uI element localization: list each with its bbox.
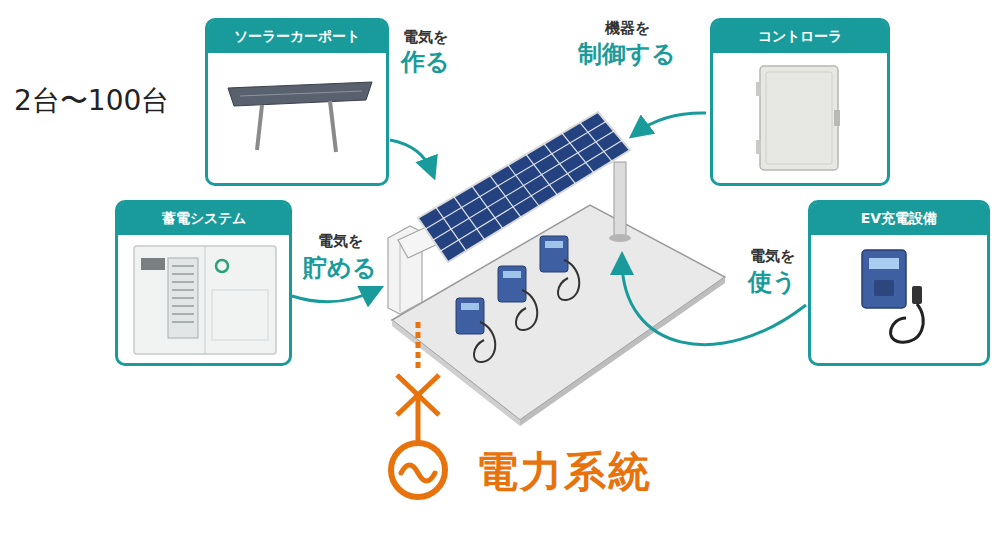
- action-caption: 機器を: [605, 19, 650, 38]
- card-header: ソーラーカーポート: [208, 21, 386, 53]
- flow-arrow: [292, 290, 376, 302]
- site-charger: [498, 266, 537, 330]
- carport-beam: [398, 146, 612, 258]
- cell-line: [526, 154, 557, 194]
- component-card: 蓄電システム: [115, 200, 292, 366]
- ac-wave: [401, 465, 435, 481]
- cell-line: [490, 176, 521, 218]
- site-charger: [540, 236, 579, 300]
- site-charger: [456, 298, 495, 362]
- component-card: コントローラ: [710, 18, 890, 186]
- count-note: 2台〜100台: [14, 82, 169, 120]
- flow-arrow: [390, 140, 432, 172]
- cell-line: [544, 144, 575, 184]
- cell-line: [436, 207, 466, 250]
- storage-unit-edge: [400, 244, 401, 312]
- cell-line: [454, 197, 484, 240]
- post-base: [609, 234, 631, 242]
- action-label: 制御する: [578, 38, 676, 70]
- charger-screen: [461, 303, 479, 310]
- component-card: EV充電設備: [808, 200, 990, 366]
- card-header: 蓄電システム: [118, 203, 289, 235]
- action-label: 使う: [748, 266, 797, 298]
- action-caption: 電気を: [318, 232, 363, 251]
- solar-panel: [418, 112, 630, 262]
- charger-body: [498, 266, 526, 302]
- cell-line: [562, 133, 594, 172]
- flow-arrow: [622, 260, 806, 345]
- card-header: コントローラ: [713, 21, 887, 53]
- card-title: ソーラーカーポート: [234, 28, 360, 46]
- flow-arrow: [636, 113, 706, 133]
- cell-line: [508, 165, 539, 206]
- action-label: 貯める: [303, 252, 377, 284]
- cross-mark: [397, 375, 439, 415]
- action-caption: 電気を: [403, 28, 448, 47]
- charger-cable: [558, 260, 579, 300]
- ground-edge: [392, 320, 520, 426]
- grid-symbol: [391, 443, 445, 497]
- component-card: ソーラーカーポート: [205, 18, 389, 186]
- charger-body: [540, 236, 568, 272]
- solar-cell-grid: [426, 122, 623, 252]
- grid-line: [416, 395, 421, 442]
- charger-body: [456, 298, 484, 334]
- storage-unit: [388, 226, 422, 314]
- card-title: EV充電設備: [861, 210, 937, 228]
- grid-dashed-line: [416, 322, 421, 372]
- charger-screen: [503, 271, 521, 278]
- card-title: 蓄電システム: [162, 210, 246, 228]
- cell-line: [426, 122, 607, 230]
- card-title: コントローラ: [758, 28, 842, 46]
- card-header: EV充電設備: [811, 203, 987, 235]
- cross-mark: [397, 375, 439, 415]
- carport-post: [614, 162, 626, 236]
- cell-line: [433, 131, 614, 240]
- ground-plane: [392, 205, 725, 420]
- cell-line: [441, 141, 623, 252]
- cell-line: [580, 123, 612, 162]
- ground-edge: [520, 277, 725, 426]
- action-caption: 電気を: [750, 247, 795, 266]
- power-grid-node: 電力系統: [388, 440, 663, 506]
- grid-title: 電力系統: [476, 444, 652, 500]
- charger-screen: [545, 241, 563, 248]
- cell-line: [472, 186, 503, 228]
- charger-cable: [516, 290, 537, 330]
- charger-cable: [474, 322, 495, 362]
- action-label: 作る: [401, 46, 450, 78]
